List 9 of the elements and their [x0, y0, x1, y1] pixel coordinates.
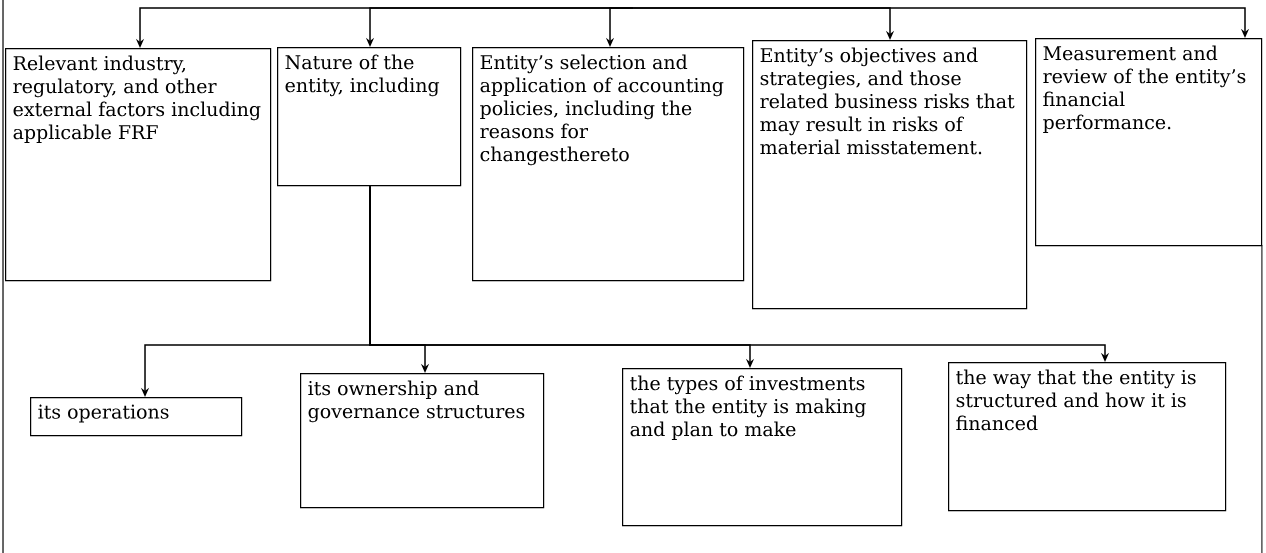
text-box: its ownership and governance structures [300, 373, 545, 509]
text-box: Measurement and review of the entity’s financial performance. [1035, 38, 1263, 247]
text-box: the way that the entity is structured and how it is financed [948, 362, 1227, 512]
text-box: Entity’s selection and application of accounting policies, including the reasons for changesthereto [472, 47, 745, 282]
text-box: Nature of the entity, including [277, 47, 462, 187]
text-box: Relevant industry, regulatory, and other external factors including applicable FRF [5, 48, 272, 282]
text-box: the types of investments that the entity is making and plan to make [622, 368, 903, 527]
text-box: Entity’s objectives and strategies, and those related business risks that may result in risks of material misstatement. [752, 40, 1028, 310]
text-box: its operations [30, 397, 243, 437]
